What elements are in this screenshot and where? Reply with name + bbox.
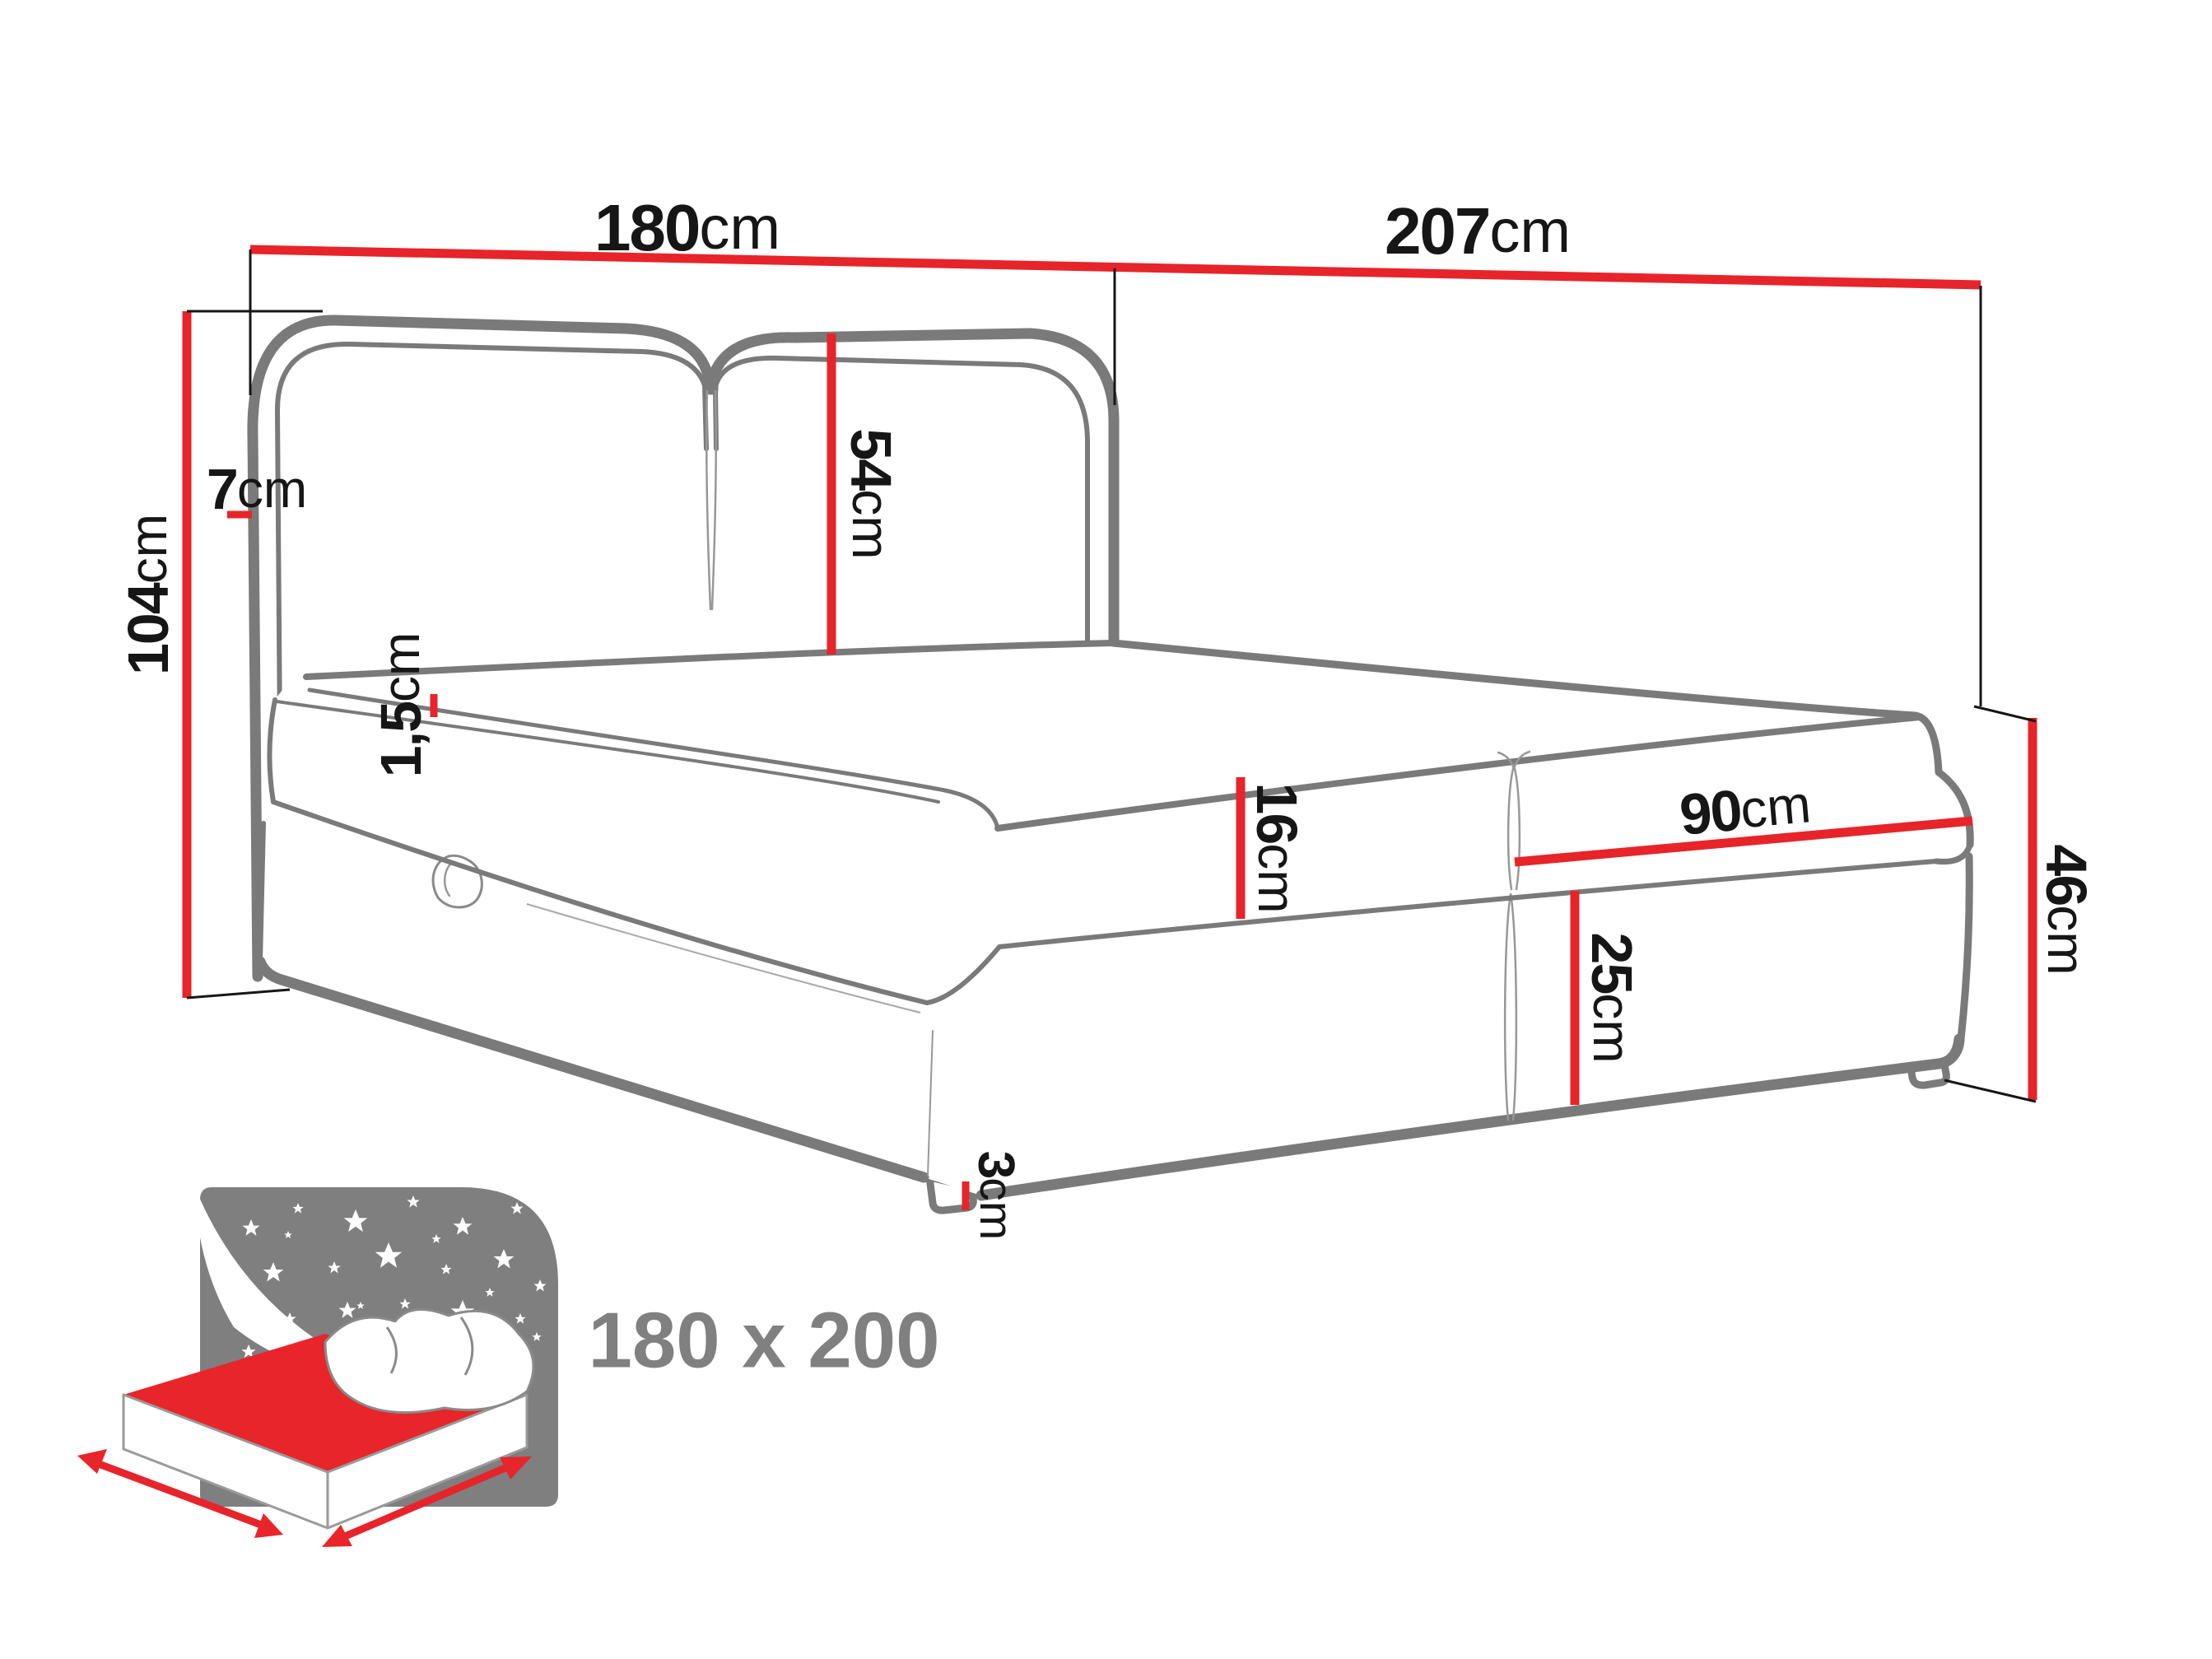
dim-line-top (249, 245, 1981, 290)
ext-tick-104-bottom (186, 988, 291, 1000)
dim-16-label: 16cm (1245, 782, 1309, 913)
mattress-top-foot-edge (994, 714, 1923, 832)
mattress-far-edge (1109, 639, 1974, 849)
headboard-cushion-crease (705, 389, 718, 611)
headboard-outer-outline (247, 315, 1120, 982)
dim-46-label: 46cm (2034, 844, 2098, 975)
dim-180-label: 180cm (594, 191, 780, 264)
dim-7-label: 7cm (207, 457, 307, 521)
ext-tick-46-top (1973, 705, 2037, 723)
storage-box (254, 821, 1973, 1201)
mattress-bottom-foot-edge (997, 859, 1939, 949)
dimension-annotations: 180cm 207cm 104cm 7cm 1,5cm 54cm 16cm 90… (116, 191, 2098, 1241)
storage-handle-inner (444, 861, 454, 897)
headboard-cushion-right (713, 355, 1090, 651)
mattress-near-corner (924, 944, 1002, 1005)
mattress-fill (269, 643, 1971, 1003)
badge-bed-icon (77, 1307, 535, 1547)
mattress-split-seam (1497, 750, 1531, 891)
badge-pillow-crease (385, 1316, 474, 1376)
mattress-bottom-right-corner (1933, 841, 1973, 865)
ext-tick-46-bottom (1944, 1079, 2037, 1103)
dim-207-label: 207cm (1385, 194, 1571, 268)
topper-near-edge (307, 687, 1000, 831)
badge-bed-pillows (324, 1307, 535, 1414)
dim-25-label: 25cm (1580, 932, 1644, 1063)
dim-54-label: 54cm (839, 428, 903, 559)
box-left-edge (258, 821, 266, 964)
badge-bed-base-right (326, 1393, 529, 1530)
storage-box-fill (260, 802, 1970, 1195)
dim-90-label: 90cm (1677, 771, 1813, 847)
moon-icon (194, 1186, 377, 1374)
box-bottom-left-edge (254, 956, 929, 1183)
box-right-edge (1935, 852, 1973, 1067)
dim-3-label: 3cm (968, 1151, 1025, 1240)
box-split-seam (1503, 892, 1518, 1121)
mattress-top-seam (275, 700, 940, 804)
badge-size-label: 180 x 200 (588, 1297, 939, 1385)
dim-1-5-label: 1,5cm (369, 632, 433, 778)
mattress-back-edge (303, 640, 1116, 680)
mattress (267, 639, 1974, 1005)
bed-drawing (247, 315, 1974, 1214)
box-top-shadow-line (526, 903, 921, 1014)
badge-depth-arrow (322, 1456, 532, 1547)
size-badge: 180 x 200 (77, 1186, 940, 1547)
mattress-left-edge (267, 697, 277, 804)
dim-line-90 (1514, 816, 1973, 867)
dim-104-label: 104cm (116, 514, 180, 675)
badge-width-arrow (77, 1449, 283, 1538)
mattress-bottom-left-edge (271, 799, 929, 1005)
headboard-cushion-left (274, 341, 709, 842)
box-corner-edge (927, 1030, 934, 1177)
